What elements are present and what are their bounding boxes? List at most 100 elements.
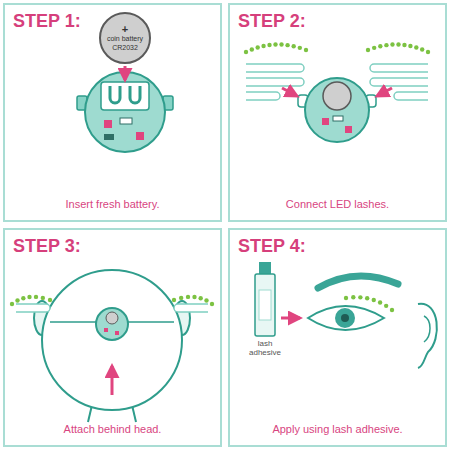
controller-board <box>305 78 369 142</box>
led-dots <box>186 295 190 299</box>
led-dots <box>172 298 176 302</box>
eye <box>341 314 349 322</box>
controller-board <box>136 132 144 140</box>
led-dots <box>48 298 52 302</box>
step-panel: STEP 2: Connect LED lashes. <box>228 3 447 222</box>
ear <box>418 304 437 368</box>
led-dots <box>261 44 265 48</box>
controller-board <box>104 120 112 128</box>
led-dots <box>267 43 271 47</box>
adhesive-bottle <box>259 262 271 274</box>
led-dots <box>21 296 25 300</box>
ear <box>424 316 430 342</box>
led-dots <box>358 295 362 299</box>
led-dots <box>10 42 430 312</box>
led-dots <box>41 296 45 300</box>
controller-board <box>120 118 132 124</box>
product-label: lash adhesive <box>245 340 285 358</box>
led-dots <box>273 42 277 46</box>
controller-board <box>298 78 376 142</box>
controller-board <box>323 82 351 110</box>
insert-arrow <box>125 66 126 80</box>
led-dots <box>15 298 19 302</box>
lash-strips <box>246 64 304 72</box>
led-dots <box>179 296 183 300</box>
led-dots <box>304 48 308 52</box>
lash-strips <box>370 64 428 72</box>
step-heading: STEP 4: <box>238 236 306 257</box>
controller-board <box>322 118 329 125</box>
led-dots <box>279 42 283 46</box>
controller-board <box>77 72 173 152</box>
battery-text: CR2032 <box>112 44 138 52</box>
controller-board <box>115 331 119 335</box>
step-caption: Attach behind head. <box>5 423 220 435</box>
wire <box>128 321 174 323</box>
controller-board <box>104 134 114 140</box>
led-dots <box>27 295 31 299</box>
led-dots <box>384 304 388 308</box>
step-heading: STEP 1: <box>13 11 81 32</box>
step-heading: STEP 2: <box>238 11 306 32</box>
adhesive-bottle <box>259 290 271 320</box>
insert-arrow <box>124 66 127 80</box>
led-dots <box>365 296 369 300</box>
led-dots <box>366 48 370 52</box>
led-dots <box>210 302 214 306</box>
connect-arrow <box>282 88 392 96</box>
led-dots <box>344 296 348 300</box>
controller-board <box>345 126 352 133</box>
led-dots <box>378 300 382 304</box>
step-panel: STEP 3: Attach behind head. <box>3 228 222 447</box>
led-dots <box>372 46 376 50</box>
led-dots <box>378 44 382 48</box>
step-panel: STEP 1: Insert fresh battery. +coin batter… <box>3 3 222 222</box>
led-dots <box>420 47 424 51</box>
step-caption: Connect LED lashes. <box>230 198 445 210</box>
eye <box>308 276 398 330</box>
led-dots <box>244 50 248 54</box>
apply-arrow <box>281 318 300 319</box>
step-panel: STEP 4: Apply using lash adhesive. <box>228 228 447 447</box>
controller-board <box>130 86 140 103</box>
controller-board <box>106 312 118 324</box>
lash-strips <box>394 92 428 100</box>
lash-strips <box>246 78 304 86</box>
led-dots <box>372 298 376 302</box>
lash-strips <box>370 78 428 86</box>
adhesive-bottle <box>255 262 275 336</box>
controller-board <box>96 308 128 340</box>
step-caption: Apply using lash adhesive. <box>230 423 445 435</box>
adhesive-bottle <box>255 274 275 336</box>
led-dots <box>396 42 400 46</box>
battery-text: coin battery <box>107 35 143 43</box>
led-dots <box>250 47 254 51</box>
step-heading: STEP 3: <box>13 236 81 257</box>
head-outline <box>42 270 182 410</box>
led-dots <box>285 43 289 47</box>
controller-board <box>333 116 343 121</box>
step-caption: Insert fresh battery. <box>5 198 220 210</box>
led-dots <box>34 295 38 299</box>
wire <box>50 321 96 323</box>
connect-arrow <box>282 88 297 96</box>
ear <box>418 304 437 368</box>
led-dots <box>390 42 394 46</box>
attach-arrow <box>111 366 114 395</box>
led-dots <box>198 296 202 300</box>
led-dots <box>402 43 406 47</box>
head-outline <box>34 270 190 422</box>
controller-board <box>101 82 149 110</box>
controller-board <box>104 328 108 332</box>
led-dots <box>414 45 418 49</box>
led-dots <box>255 45 259 49</box>
led-dots <box>298 46 302 50</box>
coin-battery: +coin batteryCR2032 <box>99 12 151 64</box>
lash-strips <box>246 92 280 100</box>
attach-arrow <box>112 366 113 395</box>
connect-arrow <box>377 88 392 96</box>
led-dots <box>408 44 412 48</box>
led-dots <box>426 50 430 54</box>
lash-strips <box>16 304 50 312</box>
